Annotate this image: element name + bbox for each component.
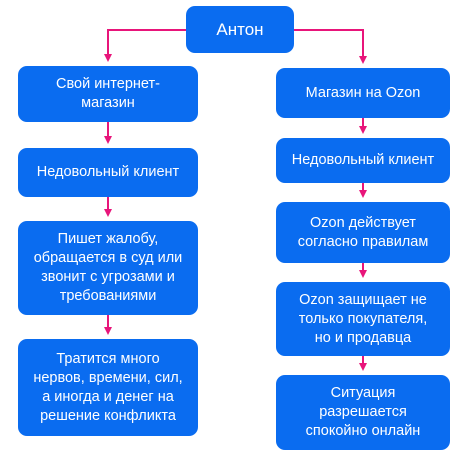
right-step-label: Недовольный клиент [291,152,435,168]
right-step-ozon-rules: Ozon действует согласно правилам [276,202,450,263]
right-step-label: Ситуация разрешается спокойно онлайн [305,385,421,439]
left-step-label: Недовольный клиент [36,164,180,180]
left-step-unhappy-client: Недовольный клиент [18,148,198,197]
left-step-label: Свой интернет- магазин [56,76,160,111]
right-step-label: Ozon защищает не только покупателя, но и… [298,291,428,346]
left-step-complaint: Пишет жалобу, обращается в суд или звони… [18,221,198,315]
root-node-label: Антон [216,20,264,39]
right-step-unhappy-client: Недовольный клиент [276,138,450,183]
right-step-label: Магазин на Ozon [305,84,421,101]
right-step-ozon-shop: Магазин на Ozon [276,68,450,118]
right-step-label: Ozon действует согласно правилам [297,214,429,250]
root-node-anton: Антон [186,6,294,53]
right-step-ozon-protects: Ozon защищает не только покупателя, но и… [276,282,450,356]
connector-root-to-left [104,29,186,62]
left-step-label: Пишет жалобу, обращается в суд или звони… [33,231,183,304]
right-step-resolved-online: Ситуация разрешается спокойно онлайн [276,375,450,450]
connector-root-to-right [294,29,367,64]
left-step-own-shop: Свой интернет- магазин [18,66,198,122]
left-step-wasted-resources: Тратится много нервов, времени, сил, а и… [18,339,198,436]
left-step-label: Тратится много нервов, времени, сил, а и… [33,350,183,424]
